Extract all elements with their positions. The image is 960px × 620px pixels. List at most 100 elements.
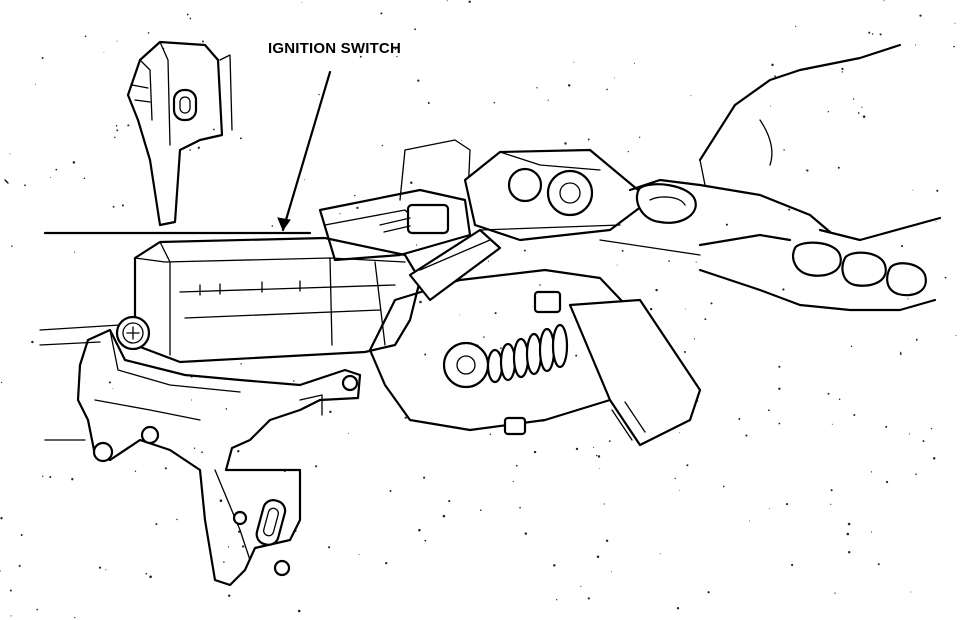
speckle-dot: [186, 13, 189, 16]
speckle-dot: [649, 307, 653, 311]
speckle-dot: [608, 440, 611, 442]
speckle-dot: [239, 137, 242, 140]
speckle-dot: [410, 181, 413, 185]
speckle-dot: [354, 194, 356, 197]
ignition-switch-label: IGNITION SWITCH: [268, 40, 401, 57]
speckle-dot: [912, 189, 914, 191]
speckle-dot: [227, 546, 230, 548]
speckle-dot: [659, 553, 661, 555]
speckle-dot: [685, 308, 686, 310]
speckle-dot: [919, 14, 922, 17]
speckle-dot: [83, 177, 86, 180]
speckle-dot: [74, 251, 76, 253]
speckle-dot: [908, 433, 910, 435]
speckle-dot: [883, 0, 885, 2]
speckle-dot: [225, 408, 228, 410]
speckle-dot: [639, 136, 641, 138]
hand-holding-wrench: [628, 43, 942, 312]
speckle-dot: [533, 450, 537, 454]
speckle-dot: [11, 245, 13, 247]
speckle-dot: [841, 67, 844, 71]
speckle-dot: [31, 340, 34, 344]
speckle-dot: [293, 380, 295, 382]
speckle-dot: [907, 298, 909, 300]
speckle-dot: [837, 166, 840, 169]
speckle-dot: [523, 249, 526, 252]
lower-mounting-bracket: [76, 328, 362, 587]
speckle-dot: [899, 353, 902, 355]
speckle-dot: [446, 0, 448, 2]
speckle-dot: [679, 489, 680, 491]
speckle-dot: [954, 22, 956, 24]
speckle-dot: [193, 447, 196, 449]
speckle-dot: [587, 597, 590, 600]
speckle-dot: [877, 563, 880, 566]
speckle-dot: [838, 398, 841, 401]
speckle-dot: [301, 2, 303, 4]
speckle-dot: [693, 338, 696, 340]
speckle-dot: [900, 244, 904, 248]
speckle-dot: [686, 464, 689, 467]
speckle-dot: [318, 93, 320, 96]
speckle-dot: [915, 473, 917, 475]
speckle-dot: [348, 432, 350, 434]
speckle-dot: [935, 221, 937, 223]
steering-column-tube: [39, 231, 312, 441]
speckle-dot: [871, 33, 874, 35]
speckle-dot: [886, 480, 889, 484]
speckle-dot: [197, 146, 200, 149]
speckle-dot: [121, 204, 124, 207]
speckle-dot: [910, 591, 912, 593]
speckle-dot: [42, 475, 44, 477]
speckle-dot: [861, 106, 863, 108]
speckle-dot: [596, 454, 598, 457]
speckle-dot: [480, 509, 482, 511]
speckle-dot: [848, 551, 851, 554]
speckle-dot: [116, 129, 119, 132]
speckle-dot: [0, 570, 1, 572]
speckle-dot: [240, 363, 242, 365]
speckle-dot: [489, 433, 492, 435]
speckle-dot: [114, 136, 116, 139]
speckle-dot: [745, 434, 748, 437]
speckle-dot: [955, 335, 957, 337]
speckle-dot: [573, 61, 575, 63]
speckle-dot: [84, 35, 87, 38]
speckle-dot: [356, 206, 359, 210]
speckle-dot: [389, 490, 392, 492]
speckle-dot: [358, 553, 360, 556]
speckle-dot: [847, 522, 851, 526]
speckle-dot: [380, 12, 383, 15]
speckle-dot: [304, 179, 306, 181]
speckle-dot: [567, 84, 571, 87]
speckle-dot: [627, 150, 629, 153]
speckle-dot: [448, 500, 451, 503]
speckle-dot: [223, 561, 225, 563]
speckle-dot: [24, 184, 26, 187]
speckle-dot: [596, 555, 600, 558]
speckle-dot: [189, 17, 192, 20]
speckle-dot: [830, 489, 833, 492]
speckle-dot: [767, 409, 770, 412]
speckle-dot: [108, 381, 111, 384]
speckle-dot: [41, 57, 44, 59]
speckle-dot: [539, 284, 541, 286]
speckle-dot: [98, 566, 102, 569]
speckle-dot: [74, 617, 76, 619]
speckle-dot: [841, 71, 843, 73]
speckle-dot: [0, 381, 3, 384]
speckle-dot: [704, 318, 707, 321]
speckle-dot: [512, 480, 514, 483]
speckle-dot: [605, 539, 609, 543]
coil-spring: [486, 323, 569, 384]
speckle-dot: [237, 530, 241, 533]
speckle-dot: [771, 63, 774, 67]
speckle-dot: [145, 572, 148, 575]
speckle-dot: [690, 95, 692, 97]
speckle-dot: [71, 478, 74, 481]
speckle-dot: [621, 249, 624, 252]
speckle-dot: [785, 503, 789, 506]
speckle-dot: [396, 55, 398, 58]
speckle-dot: [103, 52, 105, 54]
